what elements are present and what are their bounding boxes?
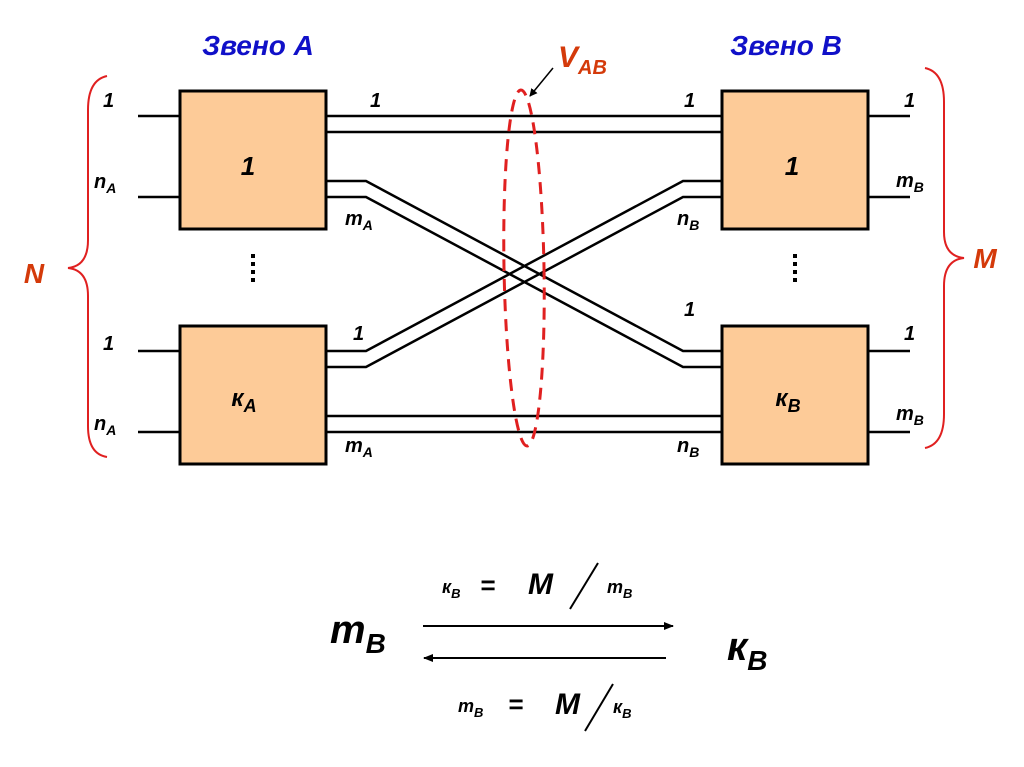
switch-a-k-label: кA bbox=[231, 385, 256, 416]
formula-bottom: mB = M кB bbox=[458, 683, 632, 732]
b-input-label: nB bbox=[677, 208, 699, 233]
a-input-label: 1 bbox=[103, 333, 114, 355]
formula-top-lhs: кB bbox=[442, 577, 461, 601]
formula-right-term: кB bbox=[727, 625, 768, 676]
b-input-label: 1 bbox=[684, 299, 695, 321]
link-ak-b1 bbox=[326, 179, 722, 353]
b-input-label: 1 bbox=[684, 90, 695, 112]
formula-bottom-slash bbox=[584, 683, 614, 732]
formula-top-slash bbox=[569, 562, 599, 610]
stage-a-ellipsis bbox=[251, 254, 255, 282]
switch-a-k bbox=[178, 324, 328, 466]
links-bundle-ellipse bbox=[502, 88, 546, 448]
formula-top: кB = M mB bbox=[442, 562, 632, 610]
stage-a-inputs bbox=[138, 114, 180, 434]
stage-b-ellipsis bbox=[793, 254, 797, 282]
a-input-label: nA bbox=[94, 171, 116, 196]
stage-b-title: Звено B bbox=[730, 30, 842, 61]
b-input-label: nB bbox=[677, 435, 699, 460]
formula-bottom-lhs: mB bbox=[458, 696, 483, 720]
a-input-label: 1 bbox=[103, 90, 114, 112]
brace-label-m: M bbox=[973, 243, 997, 274]
inter-stage-links bbox=[326, 114, 722, 434]
stage-a-title: Звено A bbox=[202, 30, 314, 61]
switch-b-k-label: кB bbox=[775, 385, 800, 416]
formula-bottom-num: M bbox=[555, 688, 581, 721]
formula-bottom-den: кB bbox=[613, 697, 632, 721]
formula-left-term: mB bbox=[330, 608, 386, 659]
a-input-label: nA bbox=[94, 413, 116, 438]
b-output-label: mB bbox=[896, 170, 924, 195]
b-output-label: 1 bbox=[904, 90, 915, 112]
brace-label-n: N bbox=[24, 258, 45, 289]
formula-top-num: M bbox=[528, 568, 554, 601]
switch-b-1-label: 1 bbox=[785, 151, 799, 181]
a-output-label: 1 bbox=[353, 323, 364, 345]
formula-bottom-eq: = bbox=[508, 689, 523, 719]
formula-top-eq: = bbox=[480, 570, 495, 600]
switch-a-1 bbox=[178, 89, 328, 231]
links-pointer-arrow bbox=[529, 67, 554, 97]
a-output-label: mA bbox=[345, 208, 373, 233]
a-output-label: 1 bbox=[370, 90, 381, 112]
stage-b-outputs bbox=[868, 114, 910, 434]
right-brace bbox=[924, 67, 965, 449]
formula-top-den: mB bbox=[607, 577, 632, 601]
switch-b-k bbox=[720, 324, 870, 466]
b-output-label: mB bbox=[896, 403, 924, 428]
a-output-label: mA bbox=[345, 435, 373, 460]
b-output-label: 1 bbox=[904, 323, 915, 345]
switch-b-1 bbox=[720, 89, 870, 231]
left-brace bbox=[67, 75, 108, 458]
switch-a-1-label: 1 bbox=[241, 151, 255, 181]
link-ak-b1 bbox=[326, 195, 722, 369]
links-label: VAB bbox=[558, 41, 607, 79]
